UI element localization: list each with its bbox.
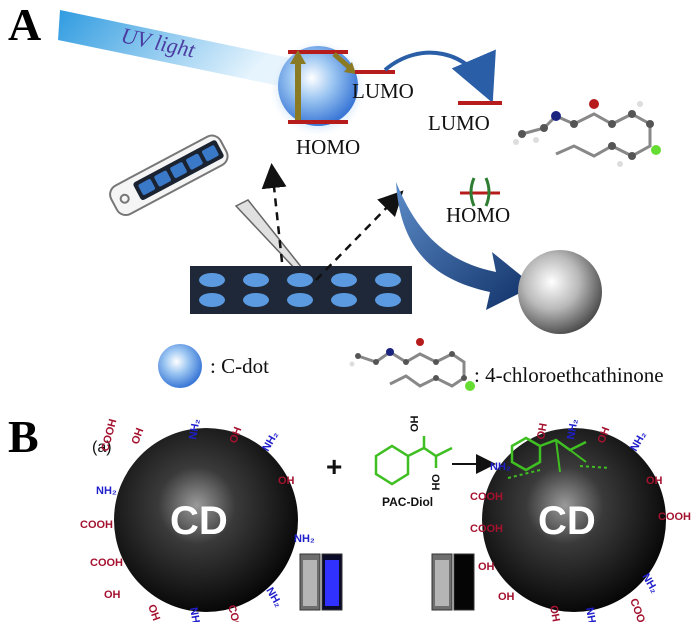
excitation-arrowhead xyxy=(290,50,306,64)
group-nh2: NH₂ xyxy=(187,606,202,622)
pac-diol-oh-top: OH xyxy=(409,415,421,432)
group-cooh: COOH xyxy=(225,604,245,622)
plus-sign: + xyxy=(326,451,342,482)
sub-label-a: (a) xyxy=(92,439,112,456)
bound-pac-diol xyxy=(507,436,611,479)
group-oh: OH xyxy=(228,425,245,445)
group-nh2: NH₂ xyxy=(96,485,117,497)
legend-cdot-icon xyxy=(158,344,202,388)
pac-diol-structure xyxy=(374,436,453,486)
cdot-homo-label: HOMO xyxy=(296,135,360,159)
group-nh2: NH₂ xyxy=(294,533,315,545)
group-oh: OH xyxy=(498,591,515,603)
surface-groups-right: OH NH₂ OH NH₂ OH NH₂ COOH COOH OH OH COO… xyxy=(470,418,691,622)
group-cooh: COOH xyxy=(470,491,503,503)
legend-molecule-icon xyxy=(349,338,475,391)
test-strip xyxy=(109,134,229,217)
group-cooh: COOH xyxy=(627,597,650,622)
group-nh2: NH₂ xyxy=(260,429,281,453)
group-oh: OH xyxy=(646,475,663,487)
dashed-arrow-right xyxy=(315,190,404,281)
group-cooh: COOH xyxy=(470,523,503,535)
group-oh: OH xyxy=(104,589,121,601)
panel-label-a: A xyxy=(8,0,41,50)
group-oh: OH xyxy=(278,475,295,487)
group-nh2: NH₂ xyxy=(628,429,649,453)
cdot-main xyxy=(278,46,358,126)
group-oh: OH xyxy=(535,422,550,440)
electron-transfer-arrow xyxy=(383,49,496,104)
group-cooh: COOH xyxy=(658,511,691,523)
group-nh2: NH₂ xyxy=(639,572,660,596)
cdot-lumo-label: LUMO xyxy=(352,79,414,103)
group-cooh: COOH xyxy=(90,557,123,569)
analyte-homo-label: HOMO xyxy=(446,203,510,227)
vials-fluorescent xyxy=(299,553,343,611)
relaxation-arrow xyxy=(332,52,352,70)
panel-label-b: B xyxy=(8,411,39,462)
group-oh: OH xyxy=(547,604,562,622)
analyte-lumo-label: LUMO xyxy=(428,111,490,135)
group-nh2: NH₂ xyxy=(187,418,202,441)
molecule-icon xyxy=(513,99,661,167)
cd-sphere-left xyxy=(114,428,298,612)
uv-beam xyxy=(58,10,290,86)
cd-label-right: CD xyxy=(538,499,596,543)
blocked-transfer-icon xyxy=(469,177,491,207)
cd-label-left: CD xyxy=(170,499,228,543)
quenched-cdot xyxy=(518,250,602,334)
well-plate xyxy=(190,266,412,314)
legend-cdot-text: : C-dot xyxy=(210,354,269,378)
vials-quenched xyxy=(431,553,475,611)
group-nh2: NH₂ xyxy=(490,461,511,473)
group-nh2: NH₂ xyxy=(565,418,580,441)
group-cooh: COOH xyxy=(99,418,119,453)
relaxation-arrowhead xyxy=(344,62,356,74)
pac-diol-label: PAC-Diol xyxy=(382,495,433,509)
group-oh: OH xyxy=(596,425,613,445)
quenching-arrow xyxy=(396,182,534,310)
group-oh: OH xyxy=(130,426,147,446)
group-nh2: NH₂ xyxy=(583,606,598,622)
group-oh: OH xyxy=(145,603,162,622)
group-cooh: COOH xyxy=(80,519,113,531)
dashed-arrow-up xyxy=(261,163,287,263)
pac-diol-oh-bottom: OH xyxy=(429,474,441,491)
group-oh: OH xyxy=(478,561,495,573)
group-nh2: NH₂ xyxy=(263,586,284,610)
legend-molecule-text: : 4-chloroethcathinone xyxy=(474,363,664,387)
